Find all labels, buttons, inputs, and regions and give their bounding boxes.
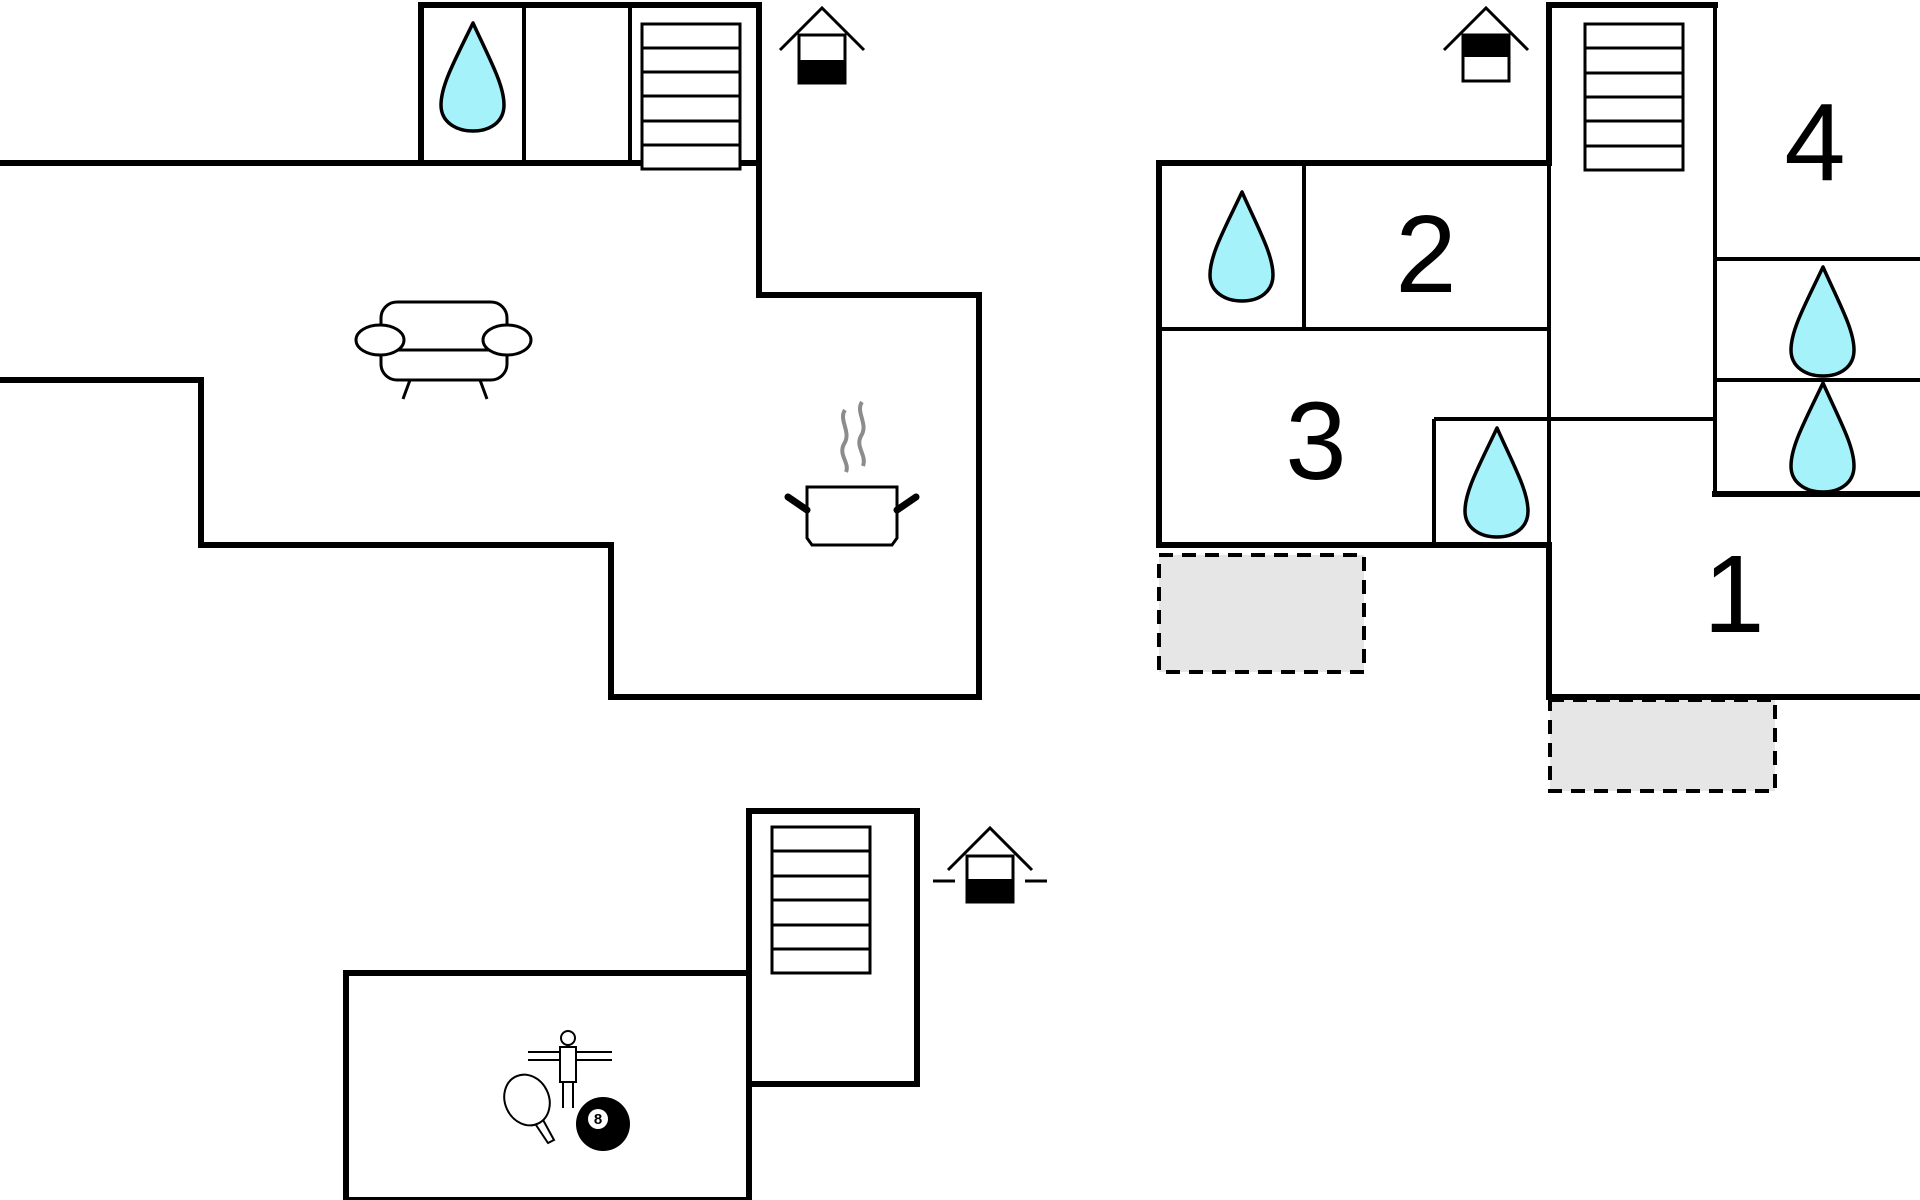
entrance-house-icon — [778, 5, 866, 85]
room-number-3: 3 — [1285, 380, 1346, 503]
water-drop-icon — [439, 21, 506, 133]
cooking-pot-icon — [784, 400, 920, 547]
unit-basement: 8 — [343, 808, 1047, 1200]
entrance-house-icon — [1442, 5, 1530, 83]
water-drop-icon — [1208, 190, 1275, 303]
staircase-icon — [770, 825, 872, 975]
billiard-ball-number: 8 — [594, 1111, 602, 1128]
unit-top-left — [0, 2, 982, 700]
living-area-walls — [0, 2, 982, 700]
sofa-icon — [354, 300, 533, 400]
entrance-house-icon — [933, 825, 1047, 904]
room-number-4: 4 — [1784, 81, 1845, 204]
room-number-1: 1 — [1703, 533, 1764, 656]
games-room — [343, 970, 752, 1200]
outer-walls — [1156, 2, 1920, 700]
staircase-icon — [640, 22, 742, 171]
terrace — [1548, 698, 1777, 793]
stair-hall — [746, 808, 920, 1087]
terrace — [1157, 553, 1366, 674]
water-drop-icon — [1463, 426, 1530, 539]
table-tennis-icon — [503, 1073, 556, 1145]
table-football-icon — [528, 1030, 612, 1108]
staircase-icon — [1583, 22, 1685, 172]
unit-right: 2 3 4 1 — [1156, 2, 1920, 793]
water-drop-icon — [1789, 265, 1856, 378]
water-drop-icon — [1789, 381, 1856, 494]
billiard-ball-icon: 8 — [576, 1097, 630, 1151]
room-number-2: 2 — [1395, 193, 1456, 316]
